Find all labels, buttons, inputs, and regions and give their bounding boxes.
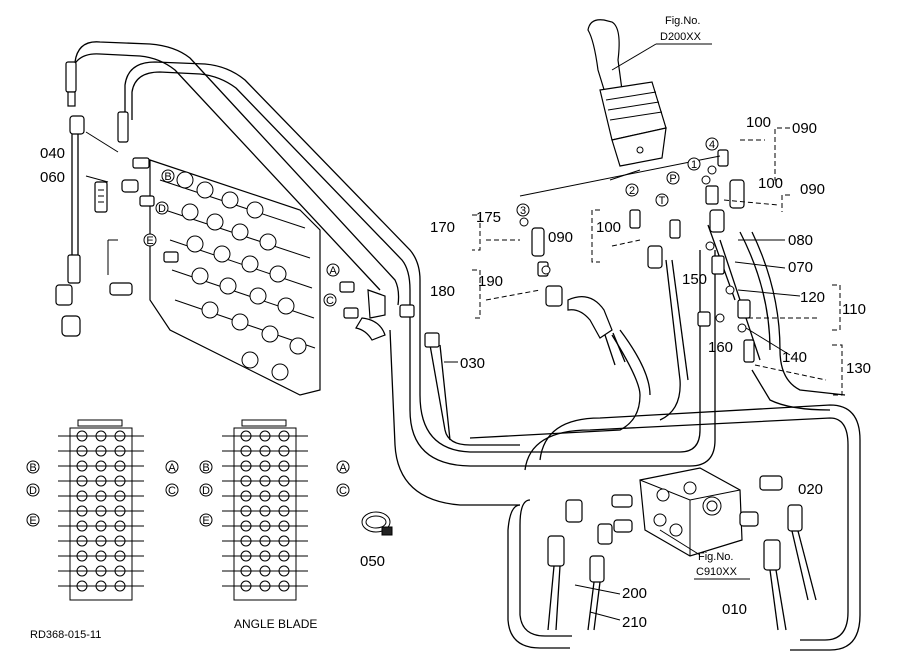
port-markers: B D E A C P T 1 2 3 4 B D E A C B D E A … [26, 137, 719, 527]
left-hose-assembly [55, 61, 129, 337]
part-080: 080 [788, 232, 813, 249]
part-090-left: 090 [548, 229, 573, 246]
svg-text:A: A [329, 265, 337, 277]
marker-4: 4 [705, 137, 719, 151]
svg-text:E: E [202, 515, 209, 527]
angle-blade-caption: ANGLE BLADE [234, 617, 317, 631]
svg-text:E: E [146, 235, 153, 247]
svg-text:T: T [659, 195, 666, 207]
fig-ref-bottom: Fig.No. C910XX [694, 551, 750, 580]
svg-text:D: D [202, 485, 210, 497]
part-090-top: 090 [792, 120, 817, 137]
marker-B-main: B [161, 169, 175, 183]
part-110: 110 [842, 301, 866, 318]
marker-1: 1 [687, 157, 701, 171]
part-175: 175 [476, 209, 501, 226]
drawing-code: RD368-015-11 [30, 629, 101, 641]
svg-text:A: A [168, 462, 176, 474]
part-210: 210 [622, 614, 647, 631]
svg-text:3: 3 [520, 205, 526, 217]
svg-text:A: A [339, 462, 347, 474]
part-020: 020 [798, 481, 823, 498]
schem-left-E: E [26, 513, 40, 527]
part-090-mid: 090 [800, 181, 825, 198]
marker-E-main: E [143, 233, 157, 247]
leader-lines [85, 127, 843, 621]
part-100-mid: 100 [758, 175, 783, 192]
hose-clamp [361, 511, 393, 536]
valve-spool-circles [176, 171, 307, 381]
part-060: 060 [40, 169, 65, 186]
schem-left-B: B [26, 460, 40, 474]
part-callouts: 010 020 030 040 050 060 070 080 090 090 … [40, 114, 871, 631]
part-160: 160 [708, 339, 733, 356]
part-130: 130 [846, 360, 871, 377]
part-040: 040 [40, 145, 65, 162]
part-030: 030 [460, 355, 485, 372]
valve-schematic-angle-blade [222, 419, 308, 601]
part-190: 190 [478, 273, 503, 290]
part-180: 180 [430, 283, 455, 300]
marker-3: 3 [516, 203, 530, 217]
svg-text:C: C [326, 295, 334, 307]
svg-text:D200XX: D200XX [660, 31, 702, 43]
svg-text:B: B [164, 171, 171, 183]
part-100-top: 100 [746, 114, 771, 131]
svg-text:D: D [29, 485, 37, 497]
part-010: 010 [722, 601, 747, 618]
schem-left-C: C [165, 483, 179, 497]
part-120: 120 [800, 289, 825, 306]
svg-text:P: P [669, 173, 676, 185]
schem-right-B: B [199, 460, 213, 474]
svg-text:Fig.No.: Fig.No. [665, 15, 700, 27]
schem-right-D: D [199, 483, 213, 497]
schem-left-A: A [165, 460, 179, 474]
svg-text:C910XX: C910XX [696, 566, 738, 578]
svg-text:C: C [339, 485, 347, 497]
hose-routing [69, 41, 861, 651]
control-valve-block [107, 157, 440, 396]
control-lever-assembly [587, 19, 667, 167]
svg-text:B: B [29, 462, 36, 474]
part-170: 170 [430, 219, 455, 236]
svg-text:B: B [202, 462, 209, 474]
part-050: 050 [360, 553, 385, 570]
swivel-joint-assembly [547, 467, 817, 631]
valve-schematic-standard [58, 419, 144, 601]
part-150: 150 [682, 271, 707, 288]
svg-text:2: 2 [629, 185, 635, 197]
svg-text:Fig.No.: Fig.No. [698, 551, 733, 563]
svg-text:C: C [168, 485, 176, 497]
part-100-left: 100 [596, 219, 621, 236]
marker-C-main: C [323, 293, 337, 307]
part-140: 140 [782, 349, 807, 366]
marker-P: P [666, 171, 680, 185]
schem-left-D: D [26, 483, 40, 497]
part-070: 070 [788, 259, 813, 276]
right-fittings [519, 149, 755, 366]
marker-A-main: A [326, 263, 340, 277]
schem-right-C: C [336, 483, 350, 497]
marker-D-main: D [155, 201, 169, 215]
schem-right-A: A [336, 460, 350, 474]
fig-ref-top: Fig.No. D200XX [611, 15, 712, 71]
marker-T: T [655, 193, 669, 207]
svg-text:D: D [158, 203, 166, 215]
svg-text:4: 4 [709, 139, 715, 151]
svg-text:E: E [29, 515, 36, 527]
schem-right-E: E [199, 513, 213, 527]
svg-text:1: 1 [691, 159, 697, 171]
marker-2: 2 [625, 183, 639, 197]
part-200: 200 [622, 585, 647, 602]
